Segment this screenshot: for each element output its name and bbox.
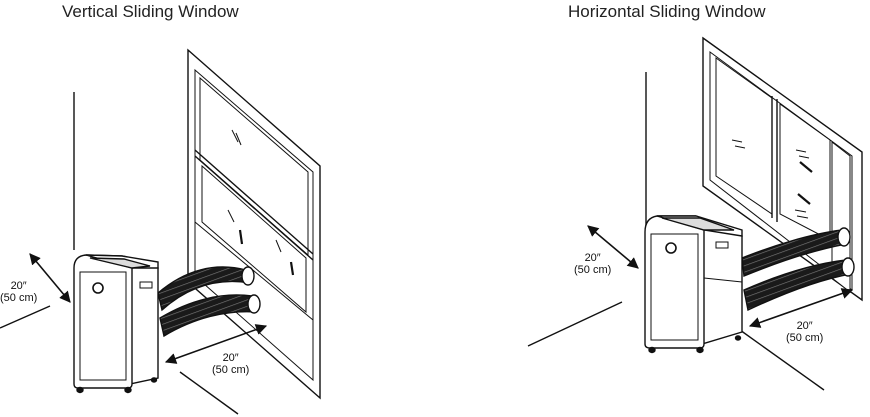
- vertical-window-scene: [0, 48, 321, 415]
- floor-line: [739, 329, 825, 391]
- dimension-arrow-wall-clearance: [587, 225, 639, 269]
- dimension-label-wall-clearance-right: 20″ (50 cm): [574, 252, 611, 276]
- dimension-centimeters: (50 cm): [212, 364, 250, 376]
- dimension-arrow-window-clearance: [164, 324, 268, 364]
- vertical-window: [187, 48, 321, 400]
- dimension-arrow-wall-clearance: [29, 253, 71, 303]
- floor-line: [527, 301, 623, 347]
- dimension-arrow-window-clearance: [748, 288, 854, 328]
- unit-logo-circle: [665, 242, 677, 254]
- dimension-inches: 20″: [796, 320, 813, 332]
- dimension-centimeters: (50 cm): [574, 264, 612, 276]
- portable-ac-unit-right: [644, 215, 743, 354]
- dimension-inches: 20″: [222, 352, 239, 364]
- exhaust-hoses: [741, 227, 855, 312]
- dimension-centimeters: (50 cm): [786, 332, 824, 344]
- title-horizontal-sliding-window: Horizontal Sliding Window: [568, 2, 766, 21]
- dimension-inches: 20″: [10, 280, 27, 292]
- floor-line: [179, 371, 239, 415]
- portable-ac-unit-left: [73, 254, 159, 394]
- dimension-label-wall-clearance-left: 20″ (50 cm): [0, 280, 37, 304]
- exhaust-hoses: [157, 266, 261, 338]
- dimension-centimeters: (50 cm): [0, 292, 38, 304]
- title-vertical-sliding-window: Vertical Sliding Window: [62, 2, 239, 21]
- dimension-label-window-clearance-left: 20″ (50 cm): [212, 352, 249, 376]
- horizontal-window-scene: [527, 36, 863, 391]
- dimension-label-window-clearance-right: 20″ (50 cm): [786, 320, 823, 344]
- floor-line: [0, 305, 51, 329]
- unit-logo-circle: [92, 282, 104, 294]
- dimension-inches: 20″: [584, 252, 601, 264]
